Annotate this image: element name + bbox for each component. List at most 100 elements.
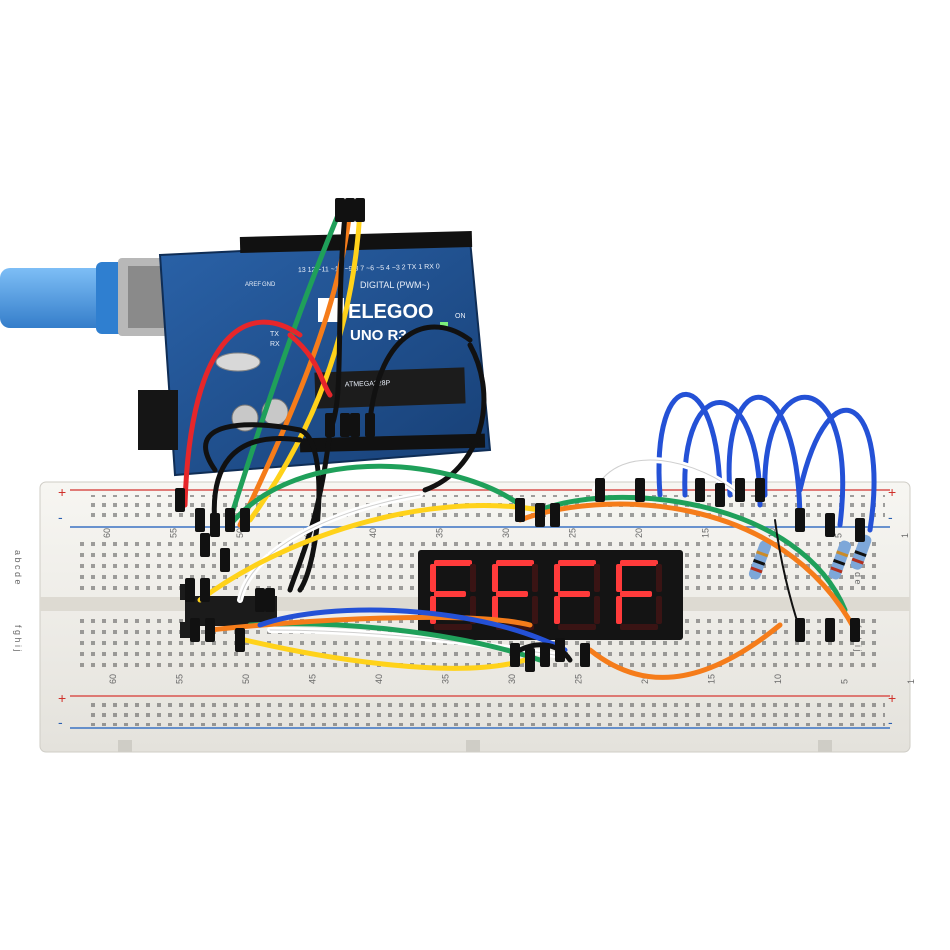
wire-plug (595, 478, 605, 502)
display-segment (434, 591, 466, 597)
wire-plug (265, 588, 275, 612)
column-number-top: 20 (634, 528, 644, 538)
jumper-wires (182, 207, 877, 680)
pins-label: 13 12 ~11 ~10 ~9 8 7 ~6 ~5 4 ~3 2 TX 1 R… (298, 263, 440, 274)
column-number-top: 5 (834, 533, 844, 538)
display-segment-off (532, 596, 538, 624)
wire-plug (555, 638, 565, 662)
rail-minus-bottom-right: - (888, 714, 893, 730)
wire-plug (235, 628, 245, 652)
wire-plug (195, 508, 205, 532)
wire-plug (715, 483, 725, 507)
display-segment (558, 560, 596, 566)
column-number-bottom: 35 (441, 674, 451, 684)
display-segment (492, 564, 498, 592)
wire-plug (635, 478, 645, 502)
rx-label: RX (270, 341, 280, 348)
column-number-bottom: 15 (707, 674, 717, 684)
rail-minus-bottom-left: - (58, 714, 63, 730)
display-segment (496, 560, 534, 566)
display-segment-off (594, 564, 600, 592)
rail-plus-top-left: + (58, 484, 66, 500)
wire-plug (850, 618, 860, 642)
wire-plug (795, 618, 805, 642)
gnd-label: GND (262, 282, 276, 288)
chip-label: ATMEGA328P (345, 380, 391, 389)
column-number-top: 60 (102, 528, 112, 538)
wire-plug (345, 198, 355, 222)
wire-plug (200, 578, 210, 602)
display-segment-off (656, 596, 662, 624)
wire-plug (255, 588, 265, 612)
display-segment (492, 596, 498, 624)
display-segment-off (594, 596, 600, 624)
column-number-bottom: 45 (308, 674, 318, 684)
wire-plug (225, 508, 235, 532)
display-segment (496, 591, 528, 597)
power-led-icon (440, 322, 448, 327)
brand-name: ELEGOO (348, 301, 434, 323)
model-name: UNO R3 (350, 327, 407, 344)
row-letters-bottom-left: f g h i j (13, 625, 23, 652)
column-number-bottom: 30 (507, 674, 517, 684)
wire-plug (175, 488, 185, 512)
column-number-top: 15 (701, 528, 711, 538)
column-number-top: 1 (900, 533, 910, 538)
aref-label: AREF (245, 282, 261, 288)
usb-cable (0, 258, 188, 336)
rail-minus-top-left: - (58, 509, 63, 525)
column-number-top: 40 (368, 528, 378, 538)
display-segment (616, 596, 622, 624)
display-segment (620, 560, 658, 566)
column-number-top: 55 (169, 528, 179, 538)
wire-plug (735, 478, 745, 502)
column-number-bottom: 55 (175, 674, 185, 684)
wire-plug (335, 198, 345, 222)
display-digit (554, 560, 600, 630)
rail-plus-bottom-right: + (888, 690, 896, 706)
wire-plug (355, 198, 365, 222)
wire-plug (525, 648, 535, 672)
wire-plug (795, 508, 805, 532)
wire-plug (550, 503, 560, 527)
display-segment-off (656, 564, 662, 592)
arduino-uno-board: ATMEGA328P ELEGOO UNO R3 DIGITAL (PWM~) … (138, 230, 492, 477)
column-number-top: 25 (568, 528, 578, 538)
display-segment-off (532, 564, 538, 592)
column-number-bottom: 25 (574, 674, 584, 684)
wire-plug (220, 548, 230, 572)
wire-plug (365, 413, 375, 437)
display-segment (434, 560, 472, 566)
display-segment-off (470, 564, 476, 592)
wire-plug (200, 533, 210, 557)
wire-plug (210, 513, 220, 537)
wire-plug (515, 498, 525, 522)
column-number-bottom: 20 (640, 674, 650, 684)
rail-plus-top-right: + (888, 484, 896, 500)
on-label: ON (455, 313, 466, 320)
wire-plug (510, 643, 520, 667)
rail-minus-top-right: - (888, 509, 893, 525)
wire-plug (755, 478, 765, 502)
display-segment (616, 564, 622, 592)
wire-plug (825, 513, 835, 537)
column-number-bottom: 10 (773, 674, 783, 684)
column-number-top: 50 (235, 528, 245, 538)
column-number-bottom: 1 (906, 679, 916, 684)
wire-plug (540, 643, 550, 667)
display-segment (620, 591, 652, 597)
display-segment (558, 591, 590, 597)
digital-label: DIGITAL (PWM~) (360, 280, 430, 290)
display-segment-off (558, 624, 596, 630)
rail-plus-bottom-left: + (58, 690, 66, 706)
wire-plug (580, 643, 590, 667)
column-number-top: 30 (501, 528, 511, 538)
wire-plug (240, 508, 250, 532)
display-segment (554, 596, 560, 624)
column-number-bottom: 60 (108, 674, 118, 684)
display-segment (554, 564, 560, 592)
wire-plug (350, 413, 360, 437)
display-digit (616, 560, 662, 630)
